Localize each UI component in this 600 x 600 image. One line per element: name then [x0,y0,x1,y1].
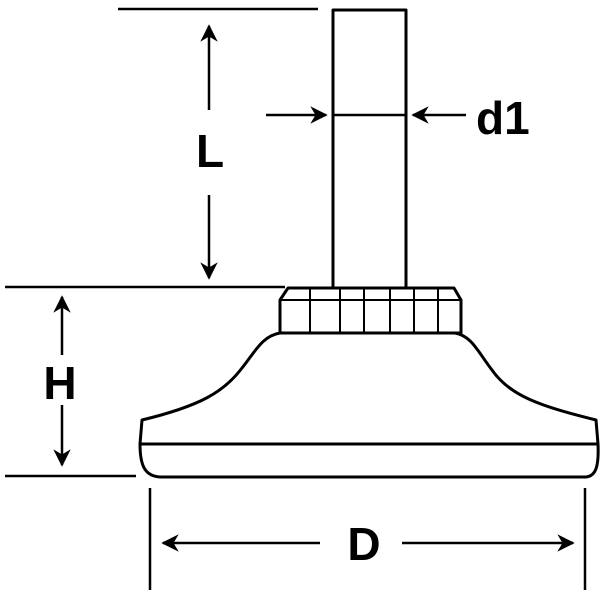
label-diameter-stem: d1 [476,92,530,144]
base-pad [138,331,600,479]
label-height: H [43,357,76,409]
stem [331,8,408,290]
hex-nut [278,286,463,335]
leveling-foot [138,8,600,479]
dimension-lines [5,7,587,590]
label-length: L [196,125,224,177]
dimension-labels: L d1 H D [43,92,529,570]
nut-knurl-lines [281,288,460,333]
label-diameter-base: D [347,518,380,570]
